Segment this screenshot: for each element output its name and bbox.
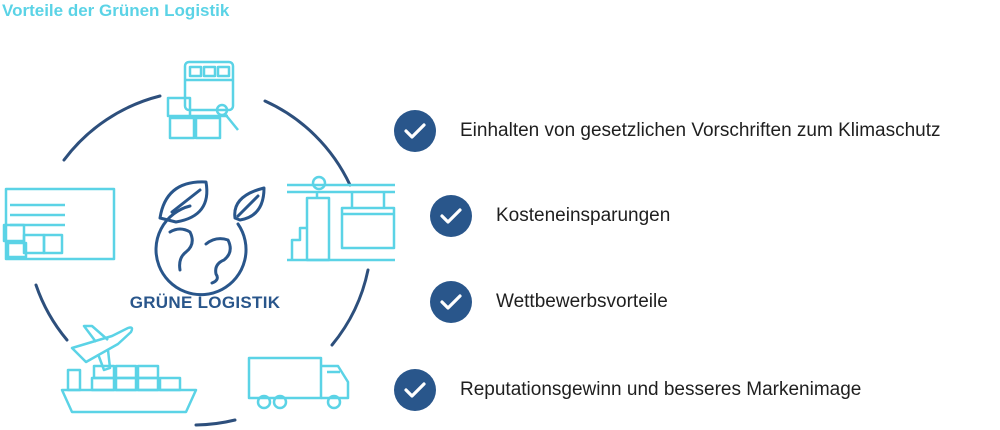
benefit-text: Kosteneinsparungen xyxy=(496,205,671,226)
check-icon xyxy=(430,195,472,237)
benefit-item-reputation: Reputationsgewinn und besseres Markenima… xyxy=(394,369,861,411)
center-label: GRÜNE LOGISTIK xyxy=(129,293,281,312)
globe-leaves-icon xyxy=(154,180,266,297)
check-icon xyxy=(430,281,472,323)
ship-icon xyxy=(60,364,198,414)
benefit-item-climate: Einhalten von gesetzlichen Vorschriften … xyxy=(394,110,941,152)
benefit-text: Einhalten von gesetzlichen Vorschriften … xyxy=(460,120,941,141)
benefit-item-costs: Kosteneinsparungen xyxy=(430,195,670,237)
benefit-item-competition: Wettbewerbsvorteile xyxy=(430,281,668,323)
benefit-text: Wettbewerbsvorteile xyxy=(496,291,668,312)
cycle-circle xyxy=(34,94,370,427)
page-title: Vorteile der Grünen Logistik xyxy=(2,1,230,20)
train-icon xyxy=(166,60,239,140)
truck-icon xyxy=(247,356,350,410)
check-icon xyxy=(394,110,436,152)
crane-icon xyxy=(287,175,396,262)
green-logistics-diagram: GRÜNE LOGISTIK xyxy=(0,0,400,430)
benefit-text: Reputationsgewinn und besseres Markenima… xyxy=(460,379,862,400)
warehouse-icon xyxy=(2,187,116,261)
check-icon xyxy=(394,369,436,411)
plane-icon xyxy=(70,324,134,372)
